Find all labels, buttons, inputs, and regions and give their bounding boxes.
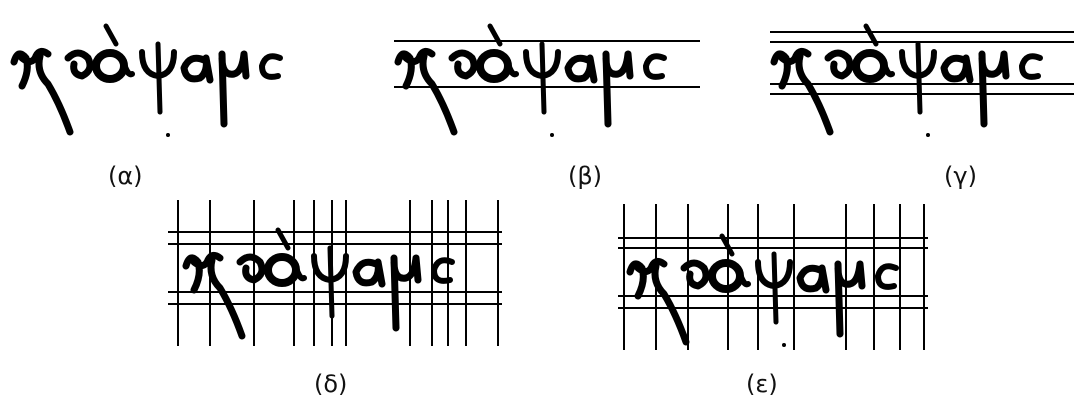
panel-gamma — [768, 14, 1074, 139]
caption-beta: (β) — [568, 162, 602, 190]
caption-delta: (δ) — [314, 370, 347, 398]
handwritten-word-gamma — [768, 14, 1074, 139]
caption-gamma: (γ) — [944, 162, 977, 190]
handwritten-word-alpha — [8, 14, 318, 139]
handwritten-word-epsilon — [618, 204, 928, 354]
caption-alpha: (α) — [108, 162, 143, 190]
panel-beta — [392, 14, 702, 139]
handwritten-word-delta — [168, 200, 502, 348]
panel-epsilon — [618, 204, 928, 354]
handwritten-word-beta — [392, 14, 702, 139]
panel-alpha — [8, 14, 318, 139]
caption-epsilon: (ε) — [746, 370, 778, 398]
panel-delta — [168, 200, 502, 348]
